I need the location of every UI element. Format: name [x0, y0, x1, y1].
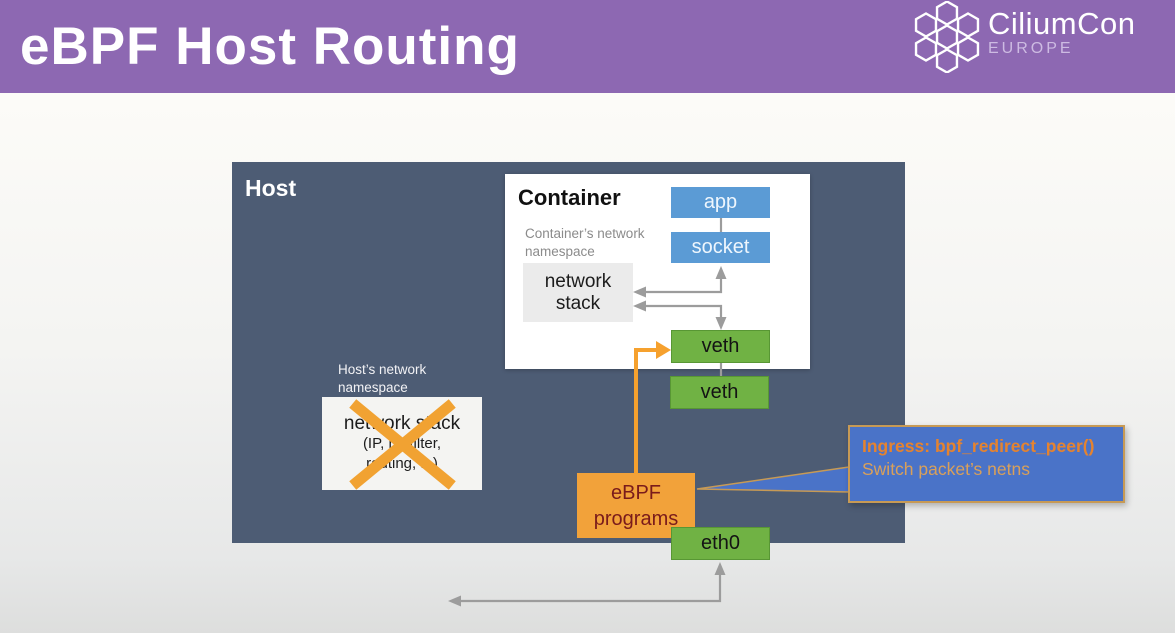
host-network-stack-box: network stack (IP, netfilter, routing, .… [322, 397, 482, 490]
cilium-honeycomb-icon [914, 1, 980, 73]
header-bar: eBPF Host Routing CiliumCon EUROPE [0, 0, 1175, 93]
container-namespace-line2: namespace [525, 244, 595, 260]
host-network-stack-title: network stack [343, 412, 461, 434]
host-namespace-line2: namespace [338, 380, 408, 396]
container-namespace-label: Container’s network namespace [525, 225, 645, 261]
brand-name: CiliumCon [988, 6, 1136, 41]
ebpf-line1: eBPF [610, 481, 662, 504]
eth0-node: eth0 [671, 527, 770, 560]
eth0-external-connector [460, 575, 722, 603]
container-network-stack-line2: stack [555, 292, 601, 314]
container-network-stack-line1: network [544, 270, 612, 292]
page-title: eBPF Host Routing [20, 17, 520, 76]
ebpf-programs-node: eBPF programs [577, 473, 695, 538]
host-namespace-line1: Host’s network [338, 362, 427, 377]
ingress-callout: Ingress: bpf_redirect_peer() Switch pack… [848, 425, 1125, 503]
host-panel: Host Host’s network namespace network st… [232, 162, 905, 543]
ebpf-line2: programs [593, 507, 679, 530]
callout-line2: Switch packet’s netns [862, 458, 1030, 479]
container-veth-node: veth [671, 330, 770, 363]
brand-subtitle: EUROPE [988, 40, 1074, 57]
arrowhead-up-eth0 [714, 562, 726, 575]
host-network-stack-detail2: routing, ...) [366, 454, 438, 472]
callout-line1: Ingress: bpf_redirect_peer() [862, 436, 1095, 456]
app-node: app [671, 187, 770, 218]
host-label: Host [245, 175, 297, 201]
container-network-stack-box: network stack [523, 263, 633, 322]
arrowhead-left-external [448, 595, 461, 607]
host-network-stack-detail1: (IP, netfilter, [362, 435, 442, 453]
host-namespace-label: Host’s network namespace [338, 361, 426, 397]
socket-node: socket [671, 232, 770, 263]
brand-text: CiliumCon EUROPE [988, 8, 1135, 58]
container-panel: Container Container’s network namespace … [505, 174, 810, 369]
container-namespace-line1: Container’s network [525, 226, 645, 241]
host-veth-node: veth [670, 376, 769, 409]
container-label: Container [518, 185, 621, 210]
